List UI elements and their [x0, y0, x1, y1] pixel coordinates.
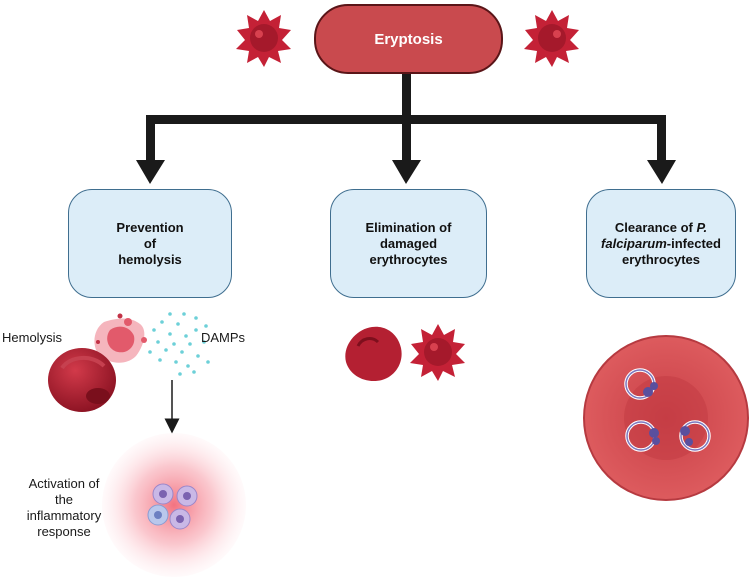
- title-text: Eryptosis: [374, 30, 443, 48]
- label-activation: Activation of the inflammatory response: [14, 476, 114, 540]
- parasite-ring-icon: [625, 420, 660, 452]
- parasite-ring-icon: [624, 368, 658, 400]
- branch-text-italic: P.: [696, 219, 708, 235]
- branch-line-right: [657, 115, 666, 165]
- spiky-erythrocyte-icon: [410, 324, 465, 381]
- branch-box-prevention: Prevention of hemolysis: [68, 189, 232, 298]
- connector-arrows: [136, 74, 676, 184]
- branch-line-middle: [402, 115, 411, 165]
- inflammatory-response-illustration: [102, 433, 246, 577]
- hemolysis-cell-illustration: [48, 313, 147, 412]
- arrowhead-left: [136, 160, 165, 184]
- branch-text-line: of: [143, 235, 157, 251]
- branch-box-elimination: Elimination of damaged erythrocytes: [330, 189, 487, 298]
- damps-particles: [148, 312, 210, 376]
- branch-text-part: Clearance of: [614, 219, 697, 235]
- branch-text-line: Clearance of P.: [601, 220, 721, 236]
- infected-erythrocyte-illustration: [583, 335, 749, 501]
- damaged-erythrocyte-icon: [345, 326, 402, 382]
- branch-text-line: hemolysis: [118, 251, 182, 267]
- branch-text-line: damaged: [379, 235, 438, 251]
- activation-line: the: [54, 492, 74, 507]
- arrowhead-middle: [392, 160, 421, 184]
- branch-text-line: Elimination of: [365, 219, 452, 235]
- activation-line: Activation of: [28, 476, 100, 491]
- branch-box-clearance: Clearance of P. falciparum-infected eryt…: [586, 189, 736, 298]
- branch-text-italic: falciparum: [601, 235, 667, 251]
- spiky-erythrocyte-icon: [236, 10, 291, 67]
- branch-text-line: falciparum-infected: [601, 236, 721, 252]
- label-hemolysis: Hemolysis: [2, 330, 62, 345]
- label-damps: DAMPs: [201, 330, 246, 345]
- branch-text-part: -infected: [666, 235, 721, 251]
- title-eryptosis: Eryptosis: [314, 4, 503, 74]
- activation-line: response: [37, 524, 91, 539]
- branch-line-left: [146, 115, 155, 165]
- branch-text-line: Prevention: [116, 219, 184, 235]
- branch-text-line: erythrocytes: [369, 251, 448, 267]
- parasite-ring-icon: [679, 420, 711, 452]
- trunk-line: [402, 74, 411, 120]
- arrowhead-right: [647, 160, 676, 184]
- activation-line: inflammatory: [26, 508, 102, 523]
- branch-text-line: erythrocytes: [621, 251, 701, 267]
- spiky-erythrocyte-icon: [524, 10, 579, 67]
